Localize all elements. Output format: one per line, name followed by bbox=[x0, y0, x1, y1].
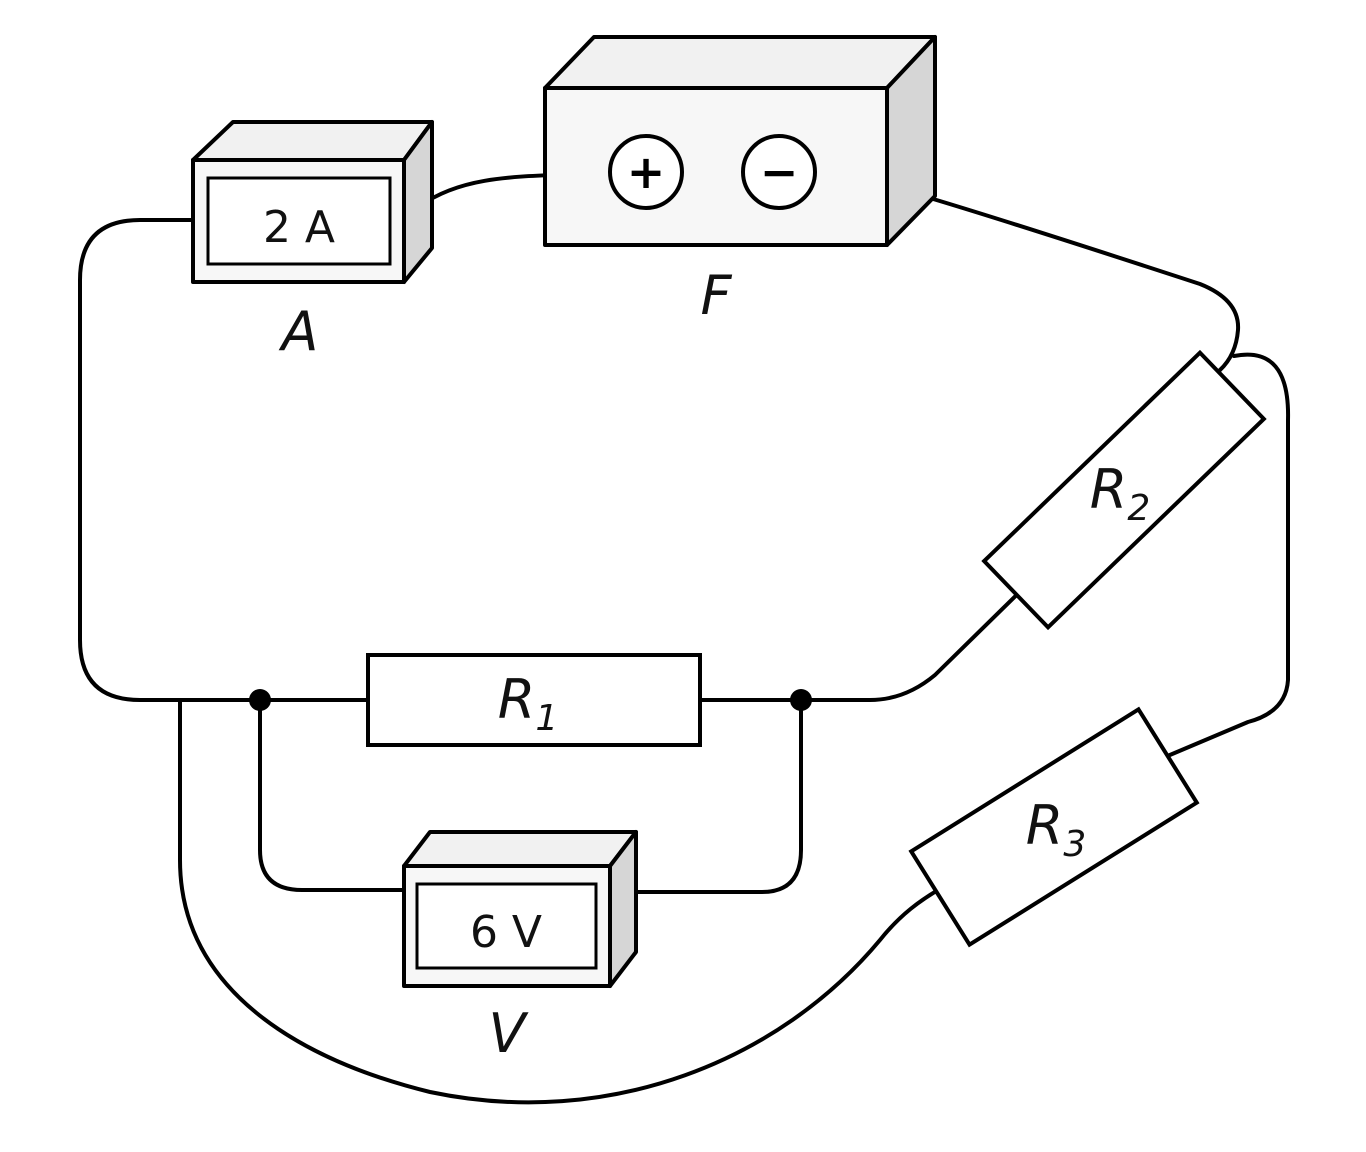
r3-label: R3 bbox=[1026, 794, 1086, 865]
r1-label: R1 bbox=[498, 668, 558, 739]
voltmeter: 6 V V bbox=[402, 830, 638, 1065]
ammeter: 2 A A bbox=[191, 120, 434, 363]
wire-voltmeter-left bbox=[258, 698, 406, 892]
resistor-r1: R1 bbox=[366, 653, 702, 747]
r2-body bbox=[981, 349, 1267, 631]
r3-label-base: R bbox=[1026, 794, 1064, 857]
wire-bottom-loop-to-r3 bbox=[178, 698, 947, 1105]
wire-voltmeter-right bbox=[634, 698, 803, 894]
voltmeter-display bbox=[415, 882, 598, 970]
voltmeter-top-face bbox=[402, 830, 638, 868]
r2-label-base: R bbox=[1090, 458, 1128, 521]
junction-dot-left bbox=[249, 689, 271, 711]
ammeter-display bbox=[206, 176, 392, 266]
r2-label-sub: 2 bbox=[1127, 488, 1150, 529]
voltmeter-reading: 6 V bbox=[470, 907, 542, 958]
minus-sign: − bbox=[760, 145, 799, 199]
r3-body bbox=[908, 706, 1200, 948]
wire-r1-to-r2 bbox=[698, 570, 1042, 702]
ammeter-top-face bbox=[191, 120, 434, 162]
r1-label-sub: 1 bbox=[535, 698, 558, 739]
plus-sign: + bbox=[627, 145, 666, 199]
wire-junction-to-r3 bbox=[1156, 352, 1291, 762]
source-front-face bbox=[543, 86, 889, 247]
source-top-face bbox=[543, 35, 937, 90]
wire-ammeter-to-left-junction bbox=[78, 218, 370, 702]
resistor-r3 bbox=[908, 706, 1200, 948]
wires bbox=[78, 170, 1291, 1105]
plus-terminal bbox=[608, 134, 684, 210]
r1-label-base: R bbox=[498, 668, 536, 731]
r3-label-sub: 3 bbox=[1063, 824, 1086, 865]
source-label: F bbox=[700, 264, 732, 327]
voltmeter-label: V bbox=[489, 1002, 530, 1065]
junction-dot-right bbox=[790, 689, 812, 711]
resistor-r2 bbox=[981, 349, 1267, 631]
r2-label: R2 bbox=[1090, 458, 1150, 529]
ammeter-reading: 2 A bbox=[263, 202, 335, 253]
power-source: + − F bbox=[543, 35, 937, 327]
minus-terminal bbox=[741, 134, 817, 210]
ammeter-label: A bbox=[279, 300, 319, 363]
r1-body bbox=[366, 653, 702, 747]
